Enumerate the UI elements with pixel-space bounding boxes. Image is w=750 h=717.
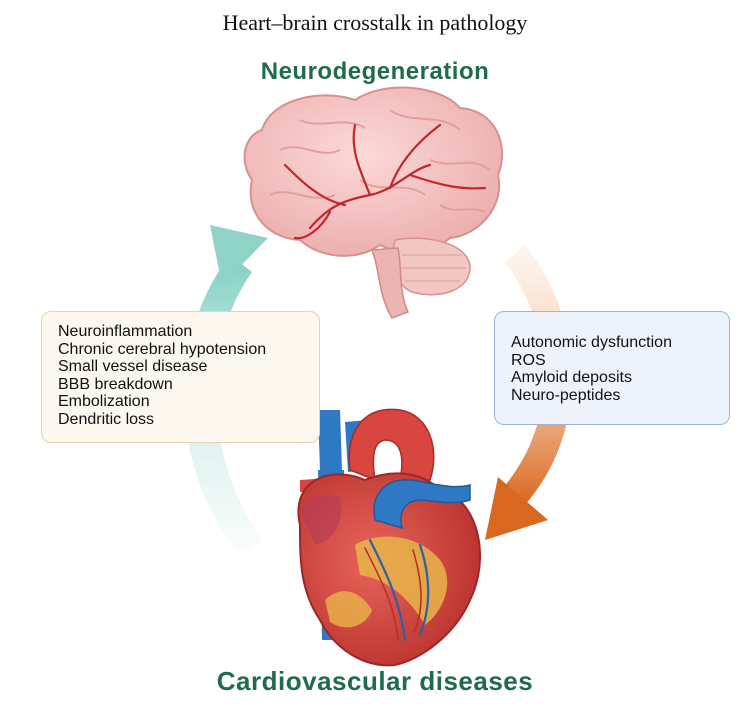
curved-arrow-down-icon <box>485 245 572 540</box>
brain-to-heart-factor-list: Neuroinflammation Chronic cerebral hypot… <box>58 323 303 428</box>
list-item: Embolization <box>58 393 150 410</box>
list-item: Small vessel disease <box>58 358 208 375</box>
list-item: Autonomic dysfunction <box>511 334 672 351</box>
heart-to-brain-factor-list: Autonomic dysfunction ROS Amyloid deposi… <box>511 334 713 404</box>
cardiovascular-diseases-label: Cardiovascular diseases <box>216 666 534 696</box>
list-item: Amyloid deposits <box>511 369 632 386</box>
heart-to-brain-factors-box: Autonomic dysfunction ROS Amyloid deposi… <box>494 311 730 425</box>
figure-title: Heart–brain crosstalk in pathology <box>222 10 528 35</box>
list-item: Dendritic loss <box>58 410 155 428</box>
list-item: Neuro-peptides <box>511 386 621 404</box>
neurodegeneration-label: Neurodegeneration <box>260 58 490 85</box>
brain-icon <box>243 86 503 319</box>
brain-to-heart-factors-box: Neuroinflammation Chronic cerebral hypot… <box>41 311 320 443</box>
list-item: BBB breakdown <box>58 375 173 393</box>
list-item: Neuroinflammation <box>58 323 193 340</box>
list-item: Chronic cerebral hypotension <box>58 340 267 358</box>
list-item: ROS <box>511 351 546 369</box>
heart-icon <box>297 408 481 667</box>
